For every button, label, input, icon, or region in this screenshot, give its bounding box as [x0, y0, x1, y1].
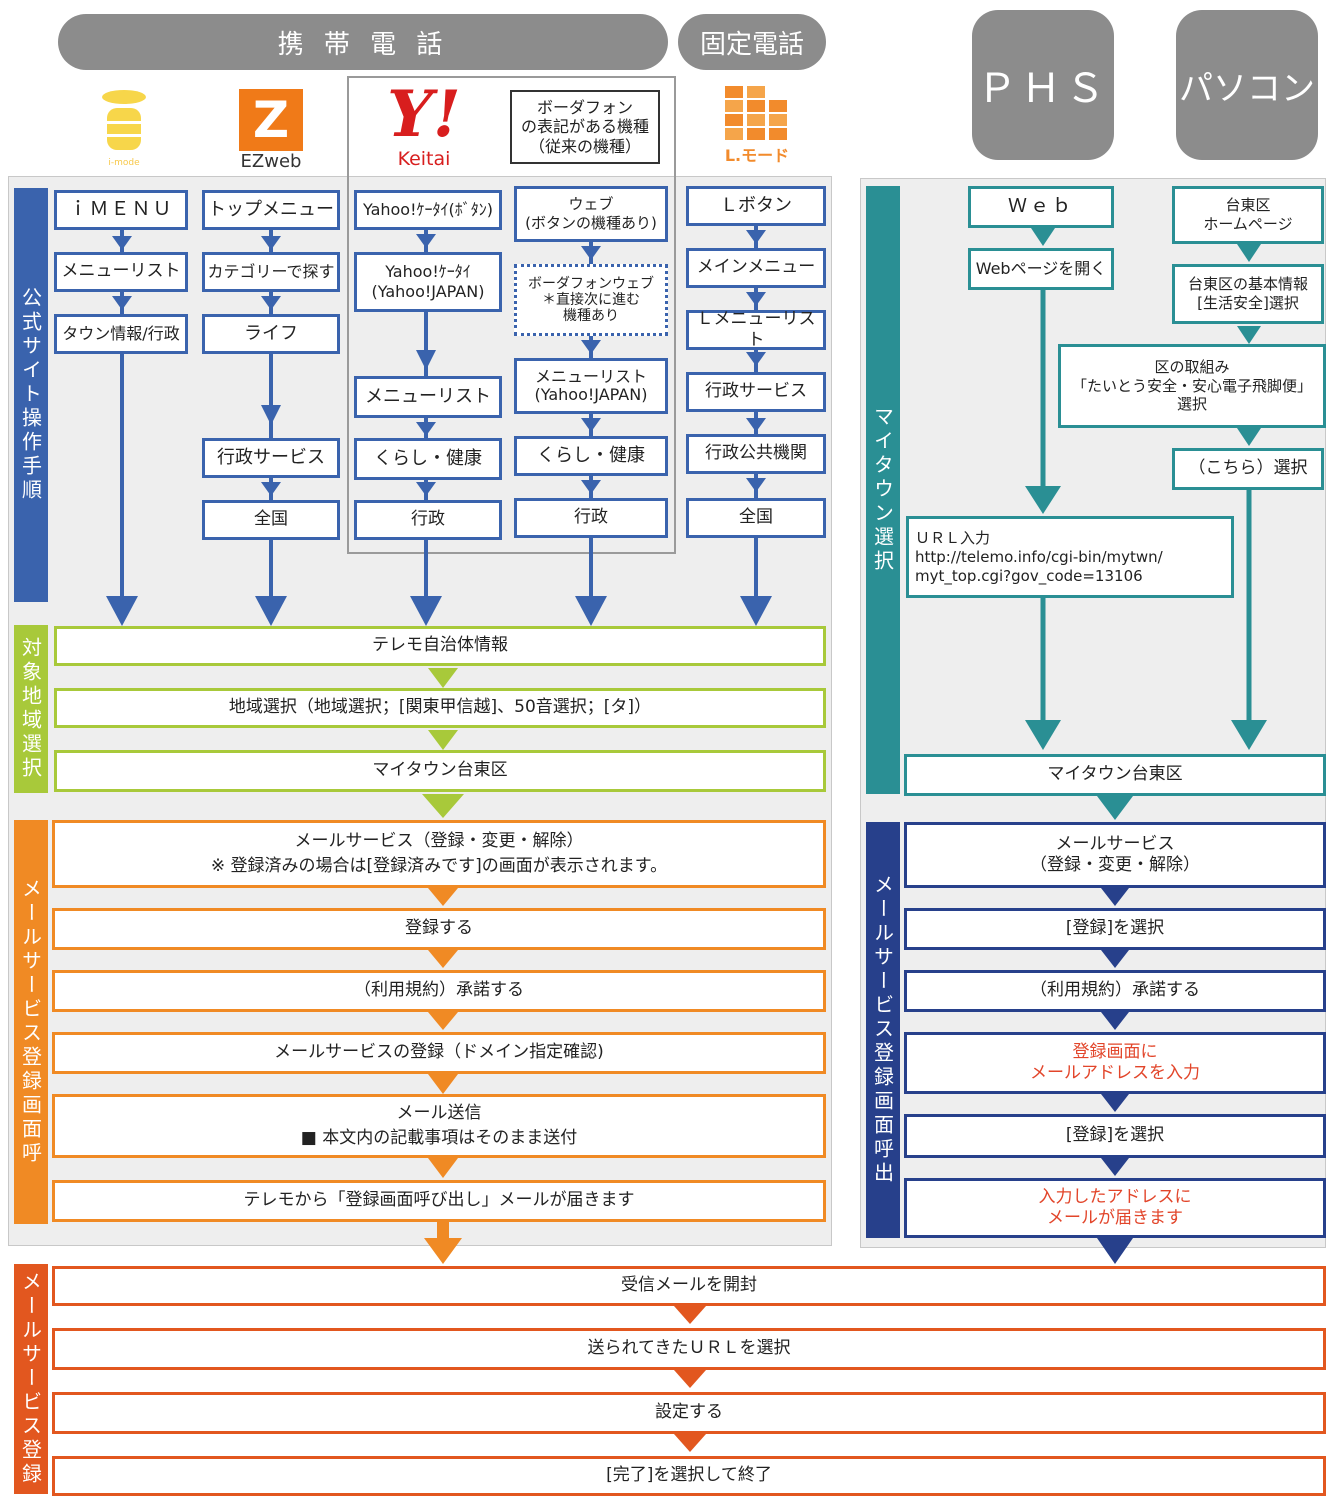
yahoo-b-step-5: 行政 — [514, 498, 668, 538]
phs-step-1: Ｗｅｂ — [968, 186, 1114, 228]
mail-right-step-1: メールサービス （登録・変更・解除） — [904, 822, 1326, 888]
yahoo-a-step-1: Yahoo!ｹｰﾀｲ(ﾎﾞﾀﾝ) — [354, 190, 502, 230]
yahoo-a-step-2: Yahoo!ｹｰﾀｲ (Yahoo!JAPAN) — [354, 252, 502, 312]
area-step-3: マイタウン台東区 — [54, 750, 826, 792]
yahoo-b-step-4: くらし・健康 — [514, 436, 668, 476]
ezweb-step-2: カテゴリーで探す — [202, 252, 340, 292]
mail-left-step-5: メール送信 ■ 本文内の記載事項はそのまま送付 — [52, 1094, 826, 1158]
mail-right-step-4: 登録画面に メールアドレスを入力 — [904, 1032, 1326, 1094]
ezweb-step-5: 全国 — [202, 500, 340, 540]
mail-left-step-2: 登録する — [52, 908, 826, 950]
side-label-area: 対象地域選択 — [14, 625, 48, 793]
phs-step-2: Webページを開く — [968, 248, 1114, 290]
ezweb-step-1: トップメニュー — [202, 190, 340, 230]
side-label-official: 公式サイト操作手順 — [14, 188, 48, 602]
lmode-logo: L.モード — [722, 86, 792, 166]
yahoo-b-step-3: メニューリスト (Yahoo!JAPAN) — [514, 358, 668, 414]
final-step-4: [完了]を選択して終了 — [52, 1456, 1326, 1496]
lmode-step-2: メインメニュー — [686, 248, 826, 288]
area-step-2: 地域選択（地域選択；[関東甲信越]、50音選択；[タ]） — [54, 688, 826, 728]
imode-logo-label: i-mode — [108, 158, 140, 168]
yahoo-b-step-2: ボーダフォンウェブ ＊直接次に進む 機種あり — [514, 264, 668, 336]
mobile-header: 携 帯 電 話 — [58, 14, 668, 70]
lmode-step-6: 全国 — [686, 498, 826, 538]
ezweb-mark: Z — [239, 88, 303, 151]
final-step-1: 受信メールを開封 — [52, 1266, 1326, 1306]
ezweb-logo-label: EZweb — [240, 150, 302, 172]
yahoo-logo-frame — [347, 76, 676, 554]
yahoo-a-step-3: メニューリスト — [354, 376, 502, 418]
side-label-mail-register: メールサービス登録 — [14, 1264, 48, 1494]
imode-logo-icon — [102, 90, 146, 150]
ezweb-logo: Z EZweb — [232, 86, 310, 174]
yahoo-logo-mark: Y! — [387, 77, 461, 152]
lmode-step-3: Ｌメニューリスト — [686, 309, 826, 350]
imode-step-2: メニューリスト — [54, 252, 188, 292]
pc-step-4: （こちら）選択 — [1172, 448, 1324, 490]
lmode-logo-label: L.モード — [724, 146, 790, 165]
lmode-step-1: Ｌボタン — [686, 186, 826, 226]
pc-step-3: 区の取組み 「たいとう安全・安心電子飛脚便」 選択 — [1058, 344, 1326, 428]
mail-right-step-5: [登録]を選択 — [904, 1114, 1326, 1158]
side-label-mail-call-right: メールサービス登録画面呼出 — [866, 822, 900, 1238]
final-step-3: 設定する — [52, 1392, 1326, 1434]
imode-step-1: ｉＭＥＮＵ — [54, 190, 188, 230]
yahoo-logo-label: Keitai — [397, 148, 451, 170]
side-label-mail-call: メールサービス登録画面呼 — [14, 820, 48, 1224]
yahoo-logo: Y! Keitai — [360, 78, 488, 174]
mail-left-step-4: メールサービスの登録（ドメイン指定確認) — [52, 1032, 826, 1074]
mail-right-step-3: （利用規約）承諾する — [904, 970, 1326, 1012]
mail-left-step-1: メールサービス（登録・変更・解除） ※ 登録済みの場合は[登録済みです]の画面が… — [52, 820, 826, 888]
pc-step-2: 台東区の基本情報 [生活安全]選択 — [1172, 264, 1324, 324]
mail-left-step-3: （利用規約）承諾する — [52, 970, 826, 1012]
pc-header: パソコン — [1176, 10, 1318, 160]
final-step-2: 送られてきたＵＲＬを選択 — [52, 1328, 1326, 1370]
yahoo-a-step-4: くらし・健康 — [354, 438, 502, 480]
lmode-step-5: 行政公共機関 — [686, 434, 826, 474]
side-label-mytown: マイタウン選択 — [866, 186, 900, 794]
ezweb-step-4: 行政サービス — [202, 438, 340, 478]
lmode-logo-icon — [725, 86, 787, 140]
yahoo-b-step-1: ウェブ (ボタンの機種あり) — [514, 186, 668, 242]
vodafone-note: ボーダフォン の表記がある機種 （従来の機種） — [510, 90, 660, 164]
url-input-box: ＵＲＬ入力 http://telemo.info/cgi-bin/mytwn/ … — [906, 516, 1234, 598]
imode-step-3: タウン情報/行政 — [54, 314, 188, 354]
imode-logo: i-mode — [92, 86, 156, 170]
area-step-1: テレモ自治体情報 — [54, 626, 826, 666]
mytown-right: マイタウン台東区 — [904, 754, 1326, 796]
lmode-step-4: 行政サービス — [686, 372, 826, 412]
mail-right-step-6: 入力したアドレスに メールが届きます — [904, 1178, 1326, 1238]
phs-header: ＰＨＳ — [972, 10, 1114, 160]
mail-left-step-6: テレモから「登録画面呼び出し」メールが届きます — [52, 1180, 826, 1222]
ezweb-step-3: ライフ — [202, 314, 340, 354]
landline-header: 固定電話 — [678, 14, 826, 70]
mail-right-step-2: [登録]を選択 — [904, 908, 1326, 950]
pc-step-1: 台東区 ホームページ — [1172, 186, 1324, 244]
yahoo-a-step-5: 行政 — [354, 500, 502, 540]
